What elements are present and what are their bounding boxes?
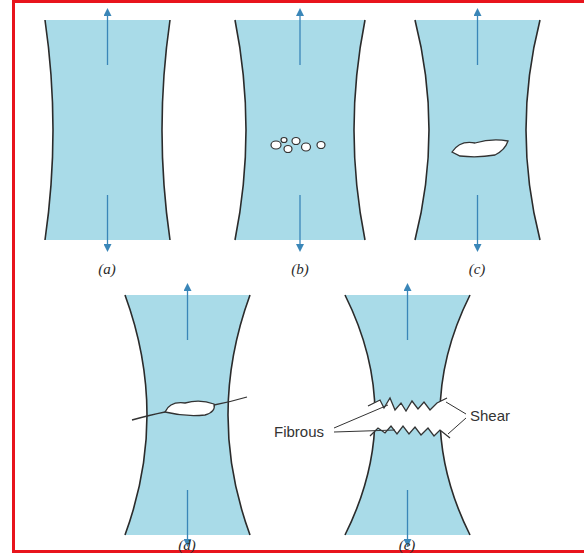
load-arrow [477,12,478,65]
specimen-edge [526,20,540,240]
specimen-edge [415,20,429,240]
microvoids [271,138,325,153]
load-arrow [107,195,108,248]
panel-label: (a) [98,262,116,277]
specimen-edge [162,20,170,240]
specimen-edge [228,295,250,535]
panel-label: (d) [178,538,196,553]
specimen-edge [45,20,53,240]
shear-line [132,397,247,420]
panel-label: (e) [399,538,416,553]
void-crack [452,140,508,157]
specimen-edge [354,20,365,240]
crack [165,401,214,415]
load-arrow [407,287,408,340]
panel-label: (b) [291,262,309,277]
callout-label: Shear [470,408,510,423]
callout-label: Fibrous [274,424,324,439]
load-arrow [187,287,188,340]
load-arrow [107,12,108,65]
load-arrow [299,12,300,65]
specimen-edge [235,20,246,240]
specimen-edge [125,295,147,535]
load-arrow [477,195,478,248]
load-arrow [407,490,408,543]
load-arrow [299,195,300,248]
panel-label: (c) [469,262,486,277]
leader-line [334,402,466,434]
load-arrow [187,490,188,543]
